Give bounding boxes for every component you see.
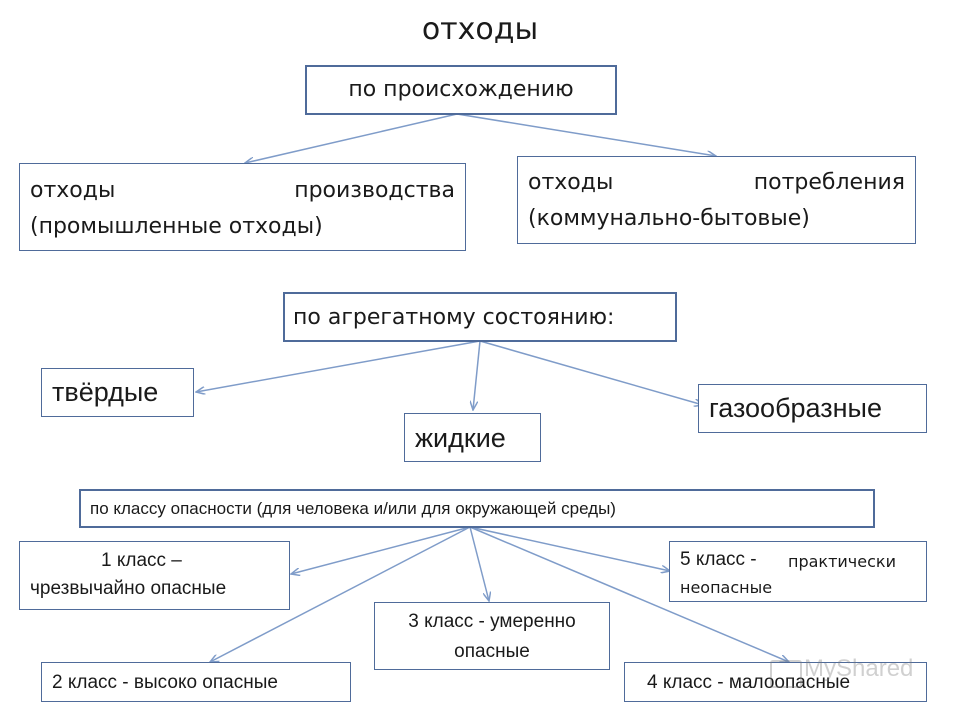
- class5-box: 5 класс - практически неопасные: [669, 541, 927, 602]
- class5-prefix: 5 класс -: [680, 549, 762, 570]
- class1-line2: чрезвычайно опасные: [30, 578, 227, 599]
- state-category-label: по агрегатному состоянию:: [293, 305, 615, 330]
- solid-box: твёрдые: [41, 368, 194, 417]
- consumption-word-consumption: потребления: [753, 170, 905, 195]
- consumption-word-waste: отходы: [528, 170, 614, 195]
- class2-label: 2 класс - высоко опасные: [52, 672, 278, 693]
- arrow-to-liquid: [473, 340, 481, 410]
- production-word-waste: отходы: [30, 178, 116, 203]
- class3-line1: 3 класс - умеренно: [408, 611, 576, 632]
- gas-label: газообразные: [709, 393, 882, 423]
- hazard-category-box: по классу опасности (для человека и/или …: [79, 489, 875, 528]
- liquid-box: жидкие: [404, 413, 541, 462]
- arrow-to-production: [245, 113, 458, 163]
- diagram-title: отходы: [421, 12, 539, 47]
- production-subtitle: (промышленные отходы): [30, 214, 323, 239]
- watermark-icon: [770, 660, 802, 688]
- class1-box: 1 класс – чрезвычайно опасные: [19, 541, 290, 610]
- class3-box: 3 класс - умеренно опасные: [374, 602, 610, 670]
- class1-line1: 1 класс –: [101, 550, 182, 571]
- arrow-to-consumption: [456, 113, 716, 156]
- class5-word-practically: практически: [788, 552, 896, 571]
- class5-line2: неопасные: [680, 578, 773, 597]
- arrow-to-class3: [469, 526, 489, 601]
- origin-category-box: по происхождению: [305, 65, 617, 115]
- production-waste-box: отходы производства (промышленные отходы…: [19, 163, 466, 251]
- hazard-category-label: по классу опасности (для человека и/или …: [90, 499, 616, 518]
- liquid-label: жидкие: [415, 423, 506, 453]
- arrow-to-solid: [196, 340, 481, 392]
- solid-label: твёрдые: [52, 377, 159, 407]
- origin-category-label: по происхождению: [348, 77, 574, 102]
- consumption-subtitle: (коммунально-бытовые): [528, 206, 810, 231]
- gas-box: газообразные: [698, 384, 927, 433]
- consumption-waste-box: отходы потребления (коммунально-бытовые): [517, 156, 916, 244]
- arrow-to-class1: [291, 526, 471, 574]
- production-word-production: производства: [294, 178, 455, 203]
- class2-box: 2 класс - высоко опасные: [41, 662, 351, 702]
- arrow-to-class2: [210, 526, 471, 662]
- state-category-box: по агрегатному состоянию:: [283, 292, 677, 342]
- class3-line2: опасные: [454, 641, 530, 662]
- arrow-to-gas: [479, 340, 703, 405]
- arrow-to-class4: [469, 526, 789, 662]
- watermark-text: MyShared: [804, 655, 914, 682]
- arrow-to-class5: [469, 526, 670, 571]
